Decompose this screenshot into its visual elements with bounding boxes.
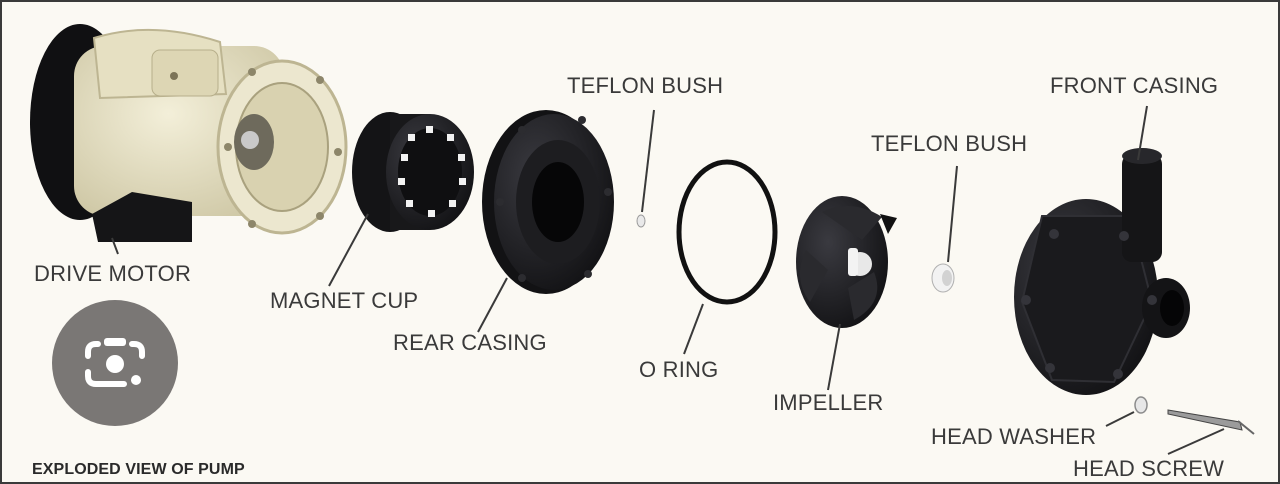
o-ring-part <box>676 159 778 305</box>
impeller-part <box>796 196 897 328</box>
o-ring-leader <box>683 303 704 355</box>
label-rear-casing: REAR CASING <box>393 330 547 355</box>
drive-motor-part <box>30 24 348 242</box>
teflon-bush-1-leader <box>641 109 655 213</box>
label-front-casing: FRONT CASING <box>1050 73 1219 98</box>
front-casing-part <box>1014 148 1190 395</box>
magnet-cup-leader <box>328 213 369 287</box>
label-teflon-bush-2: TEFLON BUSH <box>871 131 1028 156</box>
label-head-washer: HEAD WASHER <box>931 424 1097 449</box>
drive-motor-leader <box>111 237 119 255</box>
rear-casing-leader <box>477 277 508 333</box>
label-magnet-cup: MAGNET CUP <box>270 288 419 313</box>
front-casing-leader <box>1137 105 1148 161</box>
teflon-bush-2-part <box>931 263 955 293</box>
rear-casing-part <box>482 110 614 294</box>
teflon-bush-2-leader <box>947 165 958 263</box>
label-impeller: IMPELLER <box>773 390 884 415</box>
head-washer-leader <box>1105 411 1135 427</box>
head-screw-part <box>1167 409 1255 435</box>
head-screw-leader <box>1167 428 1225 455</box>
magnet-cup-part <box>352 112 474 232</box>
lens-search-button[interactable] <box>52 300 178 426</box>
head-washer-part <box>1134 396 1148 414</box>
impeller-leader <box>827 323 841 391</box>
teflon-bush-1-part <box>636 214 646 228</box>
label-drive-motor: DRIVE MOTOR <box>34 261 192 286</box>
lens-camera-icon <box>85 338 145 387</box>
diagram-caption: EXPLODED VIEW OF PUMP <box>32 461 245 478</box>
label-teflon-bush-1: TEFLON BUSH <box>567 73 724 98</box>
label-head-screw: HEAD SCREW <box>1073 456 1225 481</box>
label-o-ring: O RING <box>639 357 719 382</box>
